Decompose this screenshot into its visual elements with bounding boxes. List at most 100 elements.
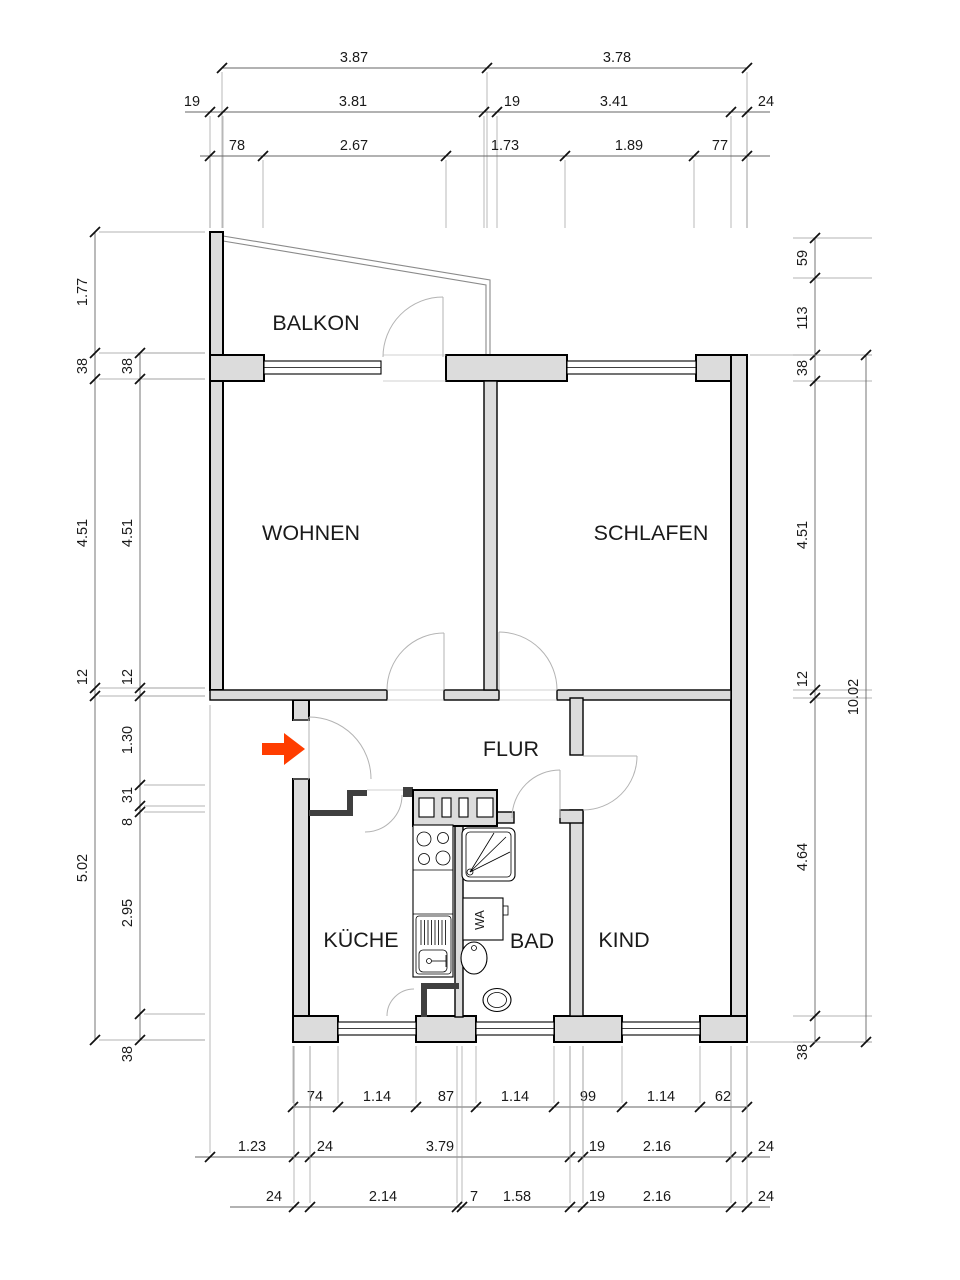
dim-label: 4.64 <box>795 843 811 871</box>
dim-label: 87 <box>438 1089 454 1105</box>
dim-label: 12 <box>795 671 811 687</box>
dim-tick <box>216 62 228 74</box>
dim-label: 77 <box>712 138 728 154</box>
dim-tick <box>134 1008 146 1020</box>
dim-label: 19 <box>589 1139 605 1155</box>
dim-label: 2.95 <box>120 899 136 927</box>
dim-tick <box>204 106 216 118</box>
dim-tick <box>809 684 821 696</box>
door-kind <box>582 755 638 811</box>
window-bad <box>475 1021 555 1036</box>
dim-tick <box>410 1101 422 1113</box>
room-label-kind: KIND <box>598 928 649 952</box>
shower-icon <box>461 827 516 882</box>
dim-tick <box>481 62 493 74</box>
room-label-schlafen: SCHLAFEN <box>594 521 709 545</box>
wall-shaft-stub <box>403 787 413 797</box>
dim-tick <box>559 150 571 162</box>
room-label-bad: BAD <box>510 929 554 953</box>
dim-tick <box>134 806 146 818</box>
dim-label: 4.51 <box>75 519 91 547</box>
dim-tick <box>89 226 101 238</box>
dim-tick <box>89 1034 101 1046</box>
room-label-kueche: KÜCHE <box>323 928 398 952</box>
door-wohnen <box>386 632 445 691</box>
dim-label: 24 <box>266 1189 282 1205</box>
wall-kueche-north <box>309 790 367 816</box>
dim-label: 3.79 <box>426 1139 454 1155</box>
dim-label: 1.30 <box>120 726 136 754</box>
interior-walls <box>209 380 732 1018</box>
room-label-flur: FLUR <box>483 737 539 761</box>
dim-tick <box>134 779 146 791</box>
dim-tick <box>564 1201 576 1213</box>
balcony-railing <box>222 235 491 357</box>
dim-label: 7 <box>470 1189 478 1205</box>
dim-tick <box>741 150 753 162</box>
doors <box>308 296 638 1017</box>
wall-south-pier-1 <box>292 1015 339 1043</box>
dim-label: 19 <box>504 94 520 110</box>
dim-label: 8 <box>120 818 136 826</box>
dim-label: 19 <box>589 1189 605 1205</box>
door-kueche-arc <box>364 794 403 833</box>
dim-label: 74 <box>307 1089 323 1105</box>
dim-tick <box>470 1101 482 1113</box>
dim-label: 31 <box>120 787 136 803</box>
dim-tick <box>809 1010 821 1022</box>
dim-label: 1.89 <box>615 138 643 154</box>
door-bad <box>511 769 561 819</box>
dim-label: 38 <box>120 1046 136 1062</box>
dim-label: 38 <box>75 358 91 374</box>
dim-tick <box>134 682 146 694</box>
wall-south-pier-3 <box>553 1015 623 1043</box>
dim-label: 38 <box>795 360 811 376</box>
dim-tick <box>725 1201 737 1213</box>
wall-wohnen-schlafen <box>483 380 498 691</box>
dim-label: 19 <box>184 94 200 110</box>
wall-bad-flur <box>496 811 515 824</box>
entrance-arrow-icon <box>262 733 305 765</box>
dim-label: 38 <box>120 358 136 374</box>
opening-lines <box>293 354 557 791</box>
wall-sink-niche-v <box>421 983 427 1017</box>
room-label-balkon: BALKON <box>272 311 359 335</box>
dim-tick <box>809 692 821 704</box>
dim-label: 12 <box>120 669 136 685</box>
bath-fixtures <box>460 827 516 1013</box>
partition-walls <box>309 787 459 1017</box>
dim-label: 1.58 <box>503 1189 531 1205</box>
dim-label: 4.51 <box>795 521 811 549</box>
dim-row-right-outer: 10.02 <box>750 349 872 1048</box>
dim-tick <box>89 690 101 702</box>
dim-tick <box>288 1201 300 1213</box>
dim-tick <box>134 800 146 812</box>
dim-tick <box>257 150 269 162</box>
dim-tick <box>204 1151 216 1163</box>
dim-tick <box>694 1101 706 1113</box>
dim-label: 3.41 <box>600 94 628 110</box>
dim-label: 1.14 <box>501 1089 529 1105</box>
dim-tick <box>688 150 700 162</box>
dim-tick <box>741 106 753 118</box>
dim-label: 99 <box>580 1089 596 1105</box>
washbasin-icon <box>460 941 488 975</box>
wall-north-mid <box>445 354 568 382</box>
dim-label: 24 <box>758 94 774 110</box>
kitchen-fixtures <box>412 824 454 978</box>
dim-label: 59 <box>795 250 811 266</box>
wall-west-lower <box>292 778 310 1017</box>
door-schlafen <box>498 631 558 691</box>
windows <box>263 360 701 1036</box>
room-label-wa: WA <box>473 910 487 930</box>
dim-label: 1.14 <box>363 1089 391 1105</box>
window-wohnen <box>263 360 382 375</box>
dim-tick <box>134 373 146 385</box>
